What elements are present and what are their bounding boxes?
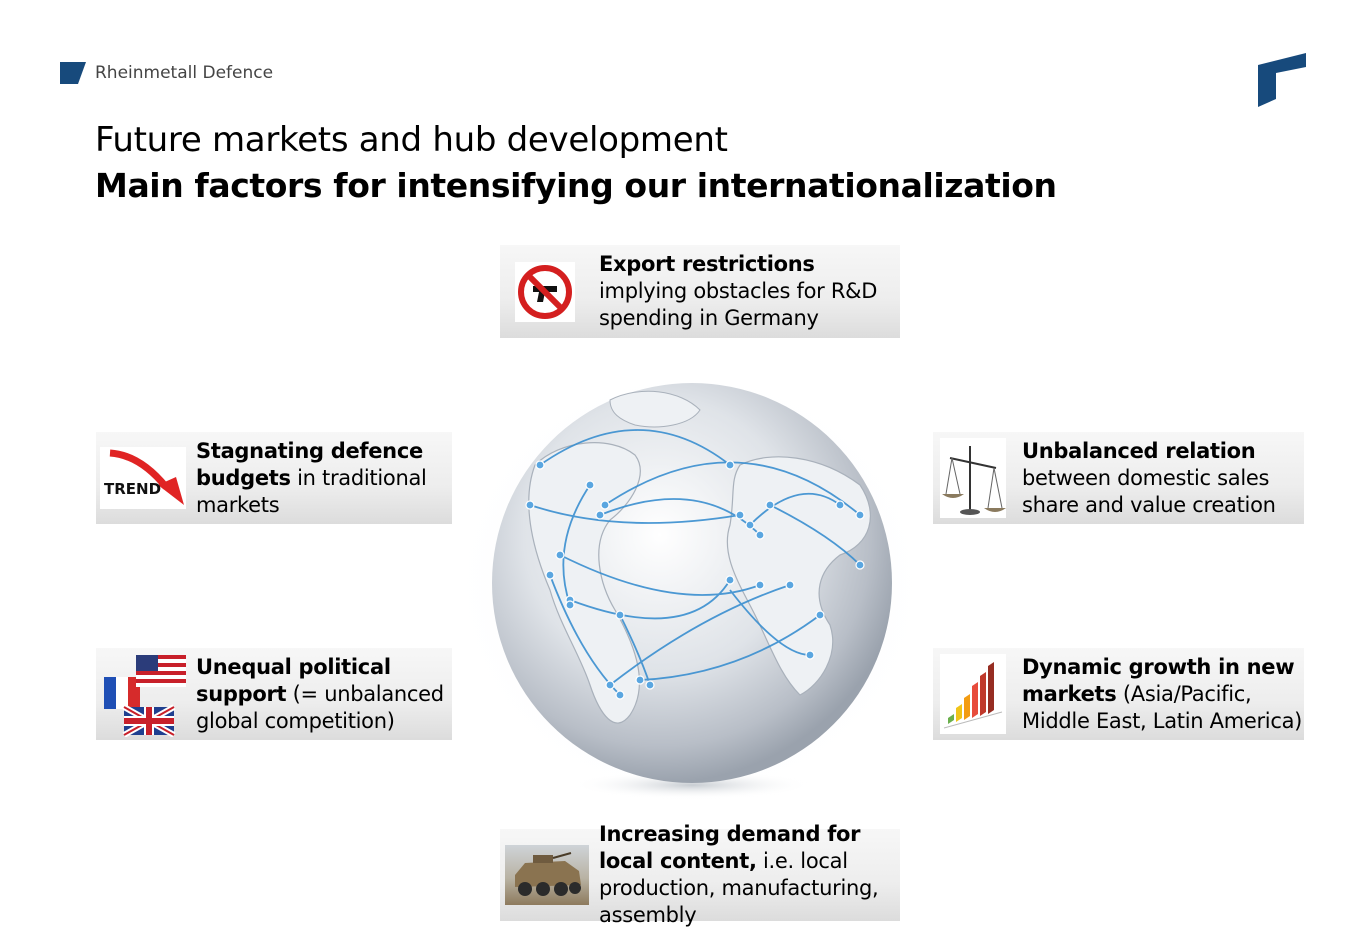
flags-icon — [102, 651, 188, 737]
brand: Rheinmetall Defence — [60, 62, 273, 84]
network-globe — [440, 355, 940, 815]
factor-budgets-rest: in traditional markets — [196, 465, 427, 517]
brand-name: Rheinmetall Defence — [95, 63, 274, 83]
factor-relation-bold: Unbalanced relation — [1022, 438, 1256, 463]
page-subtitle: Main factors for intensifying our intern… — [95, 166, 1057, 205]
factor-growth-rest: (Asia/Pacific, Middle East, Latin Americ… — [1022, 681, 1303, 733]
factor-political-bold: Unequal political support — [196, 654, 391, 706]
factor-budgets-bold: Stagnating defence budgets — [196, 438, 423, 490]
factor-political-support: Unequal political support (= unbalanced … — [96, 648, 452, 740]
factor-political-rest: (= unbalanced global competition) — [196, 681, 444, 733]
factor-budgets-text: Stagnating defence budgets in traditiona… — [196, 438, 452, 519]
network-globe-icon — [440, 355, 940, 815]
factor-export-text: Export restrictions implying obstacles f… — [599, 251, 900, 332]
factor-stagnating-budgets: TREND Stagnating defence budgets in trad… — [96, 432, 452, 524]
factor-export-restrictions: Export restrictions implying obstacles f… — [500, 245, 900, 338]
trend-down-icon: TREND — [100, 447, 186, 509]
page-title: Future markets and hub development — [95, 120, 728, 160]
factor-local-content: Increasing demand for local content, i.e… — [500, 822, 900, 927]
factor-relation-text: Unbalanced relation between domestic sal… — [1022, 438, 1304, 519]
brand-mark-icon — [60, 62, 86, 84]
factor-relation-rest: between domestic sales share and value c… — [1022, 465, 1276, 517]
armored-vehicle-icon — [505, 845, 589, 905]
factor-local-bold: Increasing demand for local content, — [599, 822, 861, 873]
factor-dynamic-growth: Dynamic growth in new markets (Asia/Paci… — [933, 648, 1304, 740]
factor-local-text: Increasing demand for local content, i.e… — [599, 821, 900, 929]
factor-growth-bold: Dynamic growth in new markets — [1022, 654, 1295, 706]
balance-scale-icon — [940, 438, 1006, 518]
factor-export-bold: Export restrictions — [599, 252, 815, 276]
factor-unbalanced-relation: Unbalanced relation between domestic sal… — [933, 432, 1304, 524]
no-weapons-icon — [515, 261, 575, 322]
factor-political-text: Unequal political support (= unbalanced … — [196, 654, 452, 735]
growth-chart-icon — [940, 654, 1006, 734]
factor-growth-text: Dynamic growth in new markets (Asia/Paci… — [1022, 654, 1304, 735]
trend-label: TREND — [104, 480, 161, 498]
factor-local-rest: i.e. local production, manufacturing, as… — [599, 849, 879, 927]
rheinmetall-logo-icon — [1258, 53, 1306, 107]
factor-export-rest: implying obstacles for R&D spending in G… — [599, 279, 878, 330]
